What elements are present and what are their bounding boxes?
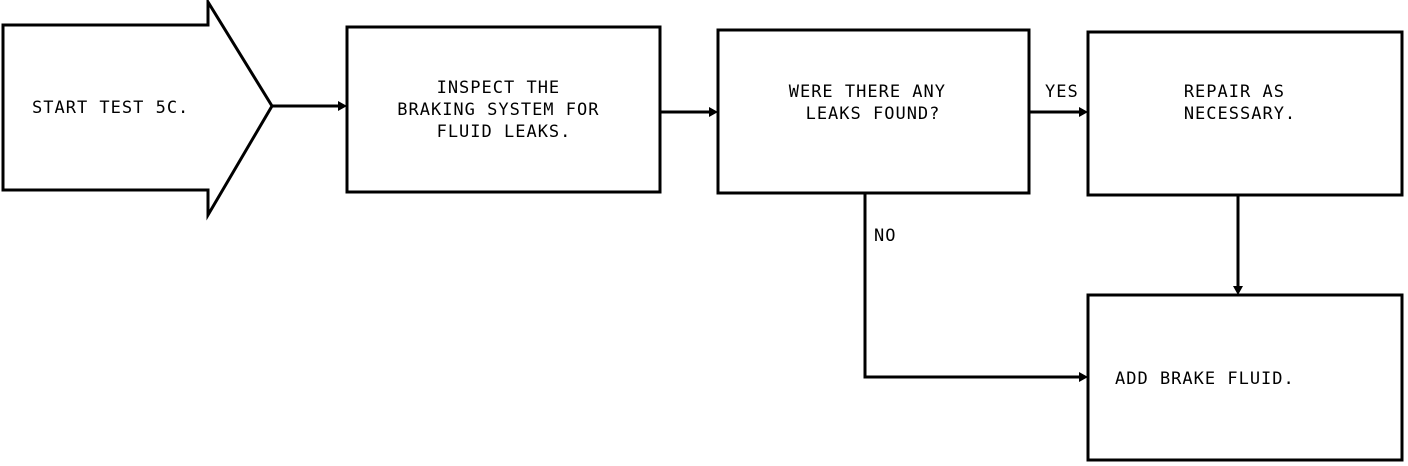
repair-line-1: REPAIR AS bbox=[1184, 82, 1285, 102]
start-arrow-shape bbox=[1, 0, 274, 221]
decision-line-1: WERE THERE ANY bbox=[789, 82, 946, 102]
start-label: START TEST 5C. bbox=[32, 98, 189, 118]
connector-no bbox=[863, 193, 1082, 379]
inspect-box bbox=[345, 25, 662, 194]
inspect-line-3: FLUID LEAKS. bbox=[437, 122, 572, 142]
add-fluid-label: ADD BRAKE FLUID. bbox=[1115, 369, 1295, 389]
inspect-text: INSPECT THE BRAKING SYSTEM FOR FLUID LEA… bbox=[397, 78, 610, 142]
inspect-line-2: BRAKING SYSTEM FOR bbox=[397, 100, 599, 120]
decision-line-2: LEAKS FOUND? bbox=[806, 104, 941, 124]
arrowhead-decision bbox=[709, 107, 718, 117]
repair-line-2: NECESSARY. bbox=[1184, 104, 1296, 124]
arrowhead-add-fluid-left bbox=[1079, 372, 1088, 382]
inspect-line-1: INSPECT THE bbox=[437, 78, 561, 98]
repair-text: REPAIR AS NECESSARY. bbox=[1184, 82, 1296, 124]
arrowhead-inspect bbox=[338, 101, 347, 111]
arrowhead-repair bbox=[1079, 107, 1088, 117]
no-label: NO bbox=[874, 226, 896, 246]
arrowhead-add-fluid-top bbox=[1233, 286, 1243, 295]
repair-box bbox=[1086, 30, 1404, 197]
decision-text: WERE THERE ANY LEAKS FOUND? bbox=[789, 82, 958, 124]
add-fluid-box bbox=[1086, 293, 1404, 462]
decision-box bbox=[716, 28, 1031, 195]
yes-label: YES bbox=[1045, 82, 1079, 102]
